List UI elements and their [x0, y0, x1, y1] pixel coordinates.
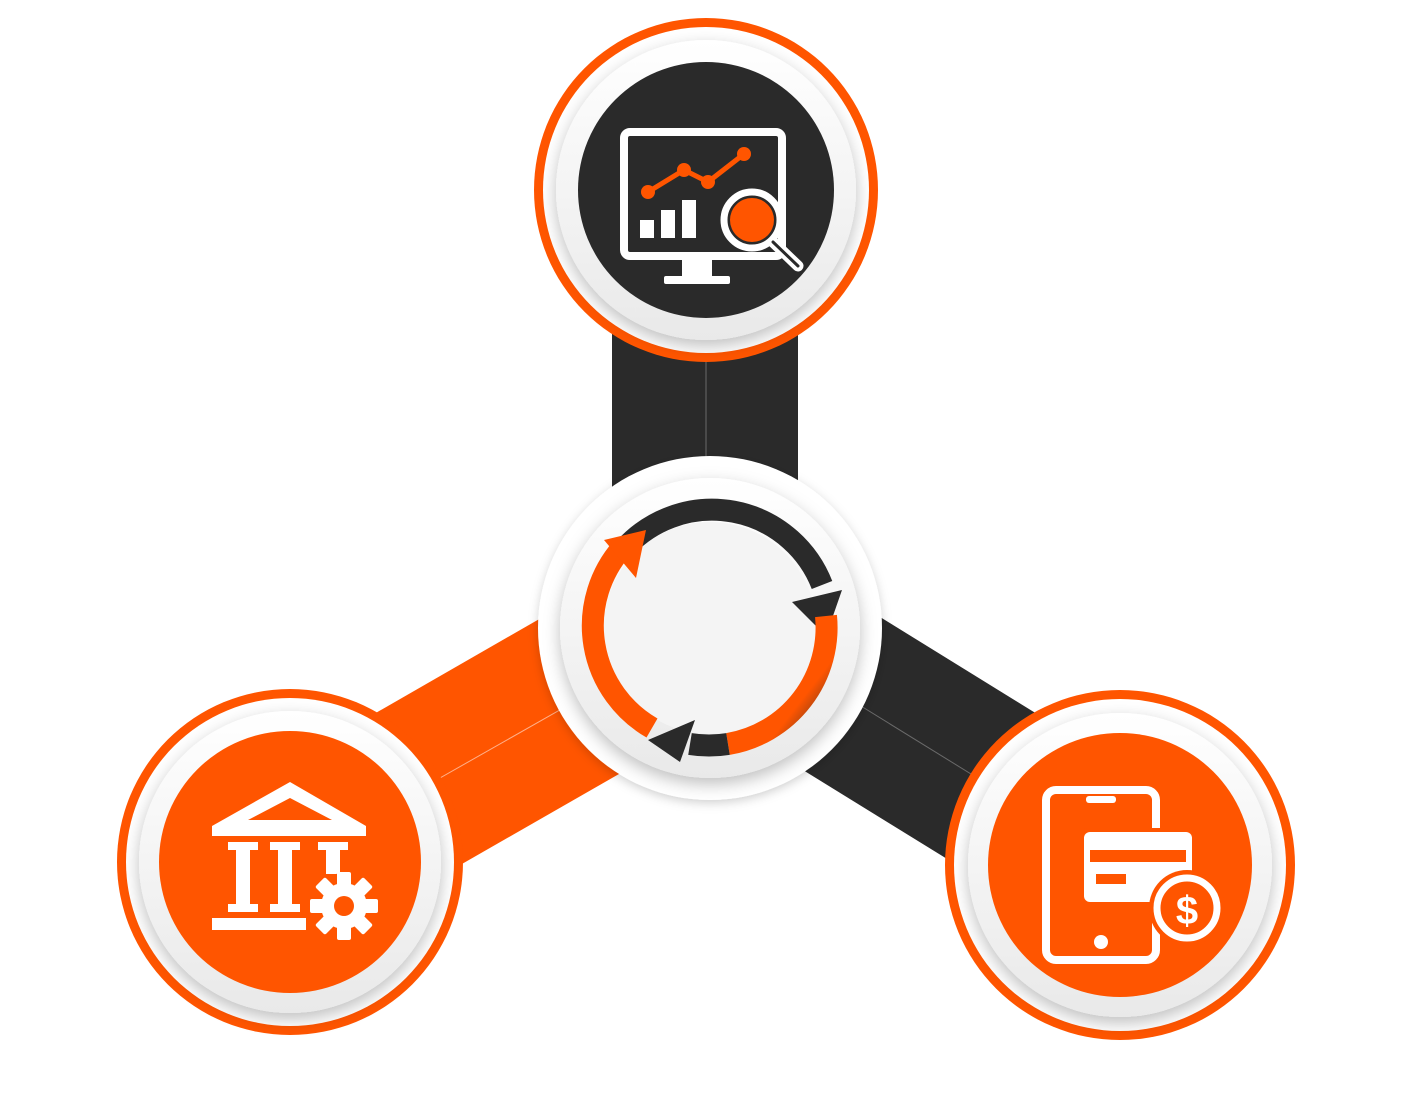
connector-top	[612, 320, 798, 500]
node-bottom-left[interactable]	[117, 689, 463, 1035]
dollar-sign-glyph: $	[1176, 889, 1198, 933]
monitor-analytics-search-icon	[620, 128, 804, 284]
mobile-card-payment-icon: $	[1042, 786, 1225, 964]
hub-center[interactable]	[538, 456, 882, 800]
bank-settings-icon	[212, 782, 378, 940]
node-bottom-right[interactable]: $	[945, 690, 1295, 1040]
node-top[interactable]	[534, 18, 878, 362]
refresh-cycle-icon	[581, 498, 842, 762]
